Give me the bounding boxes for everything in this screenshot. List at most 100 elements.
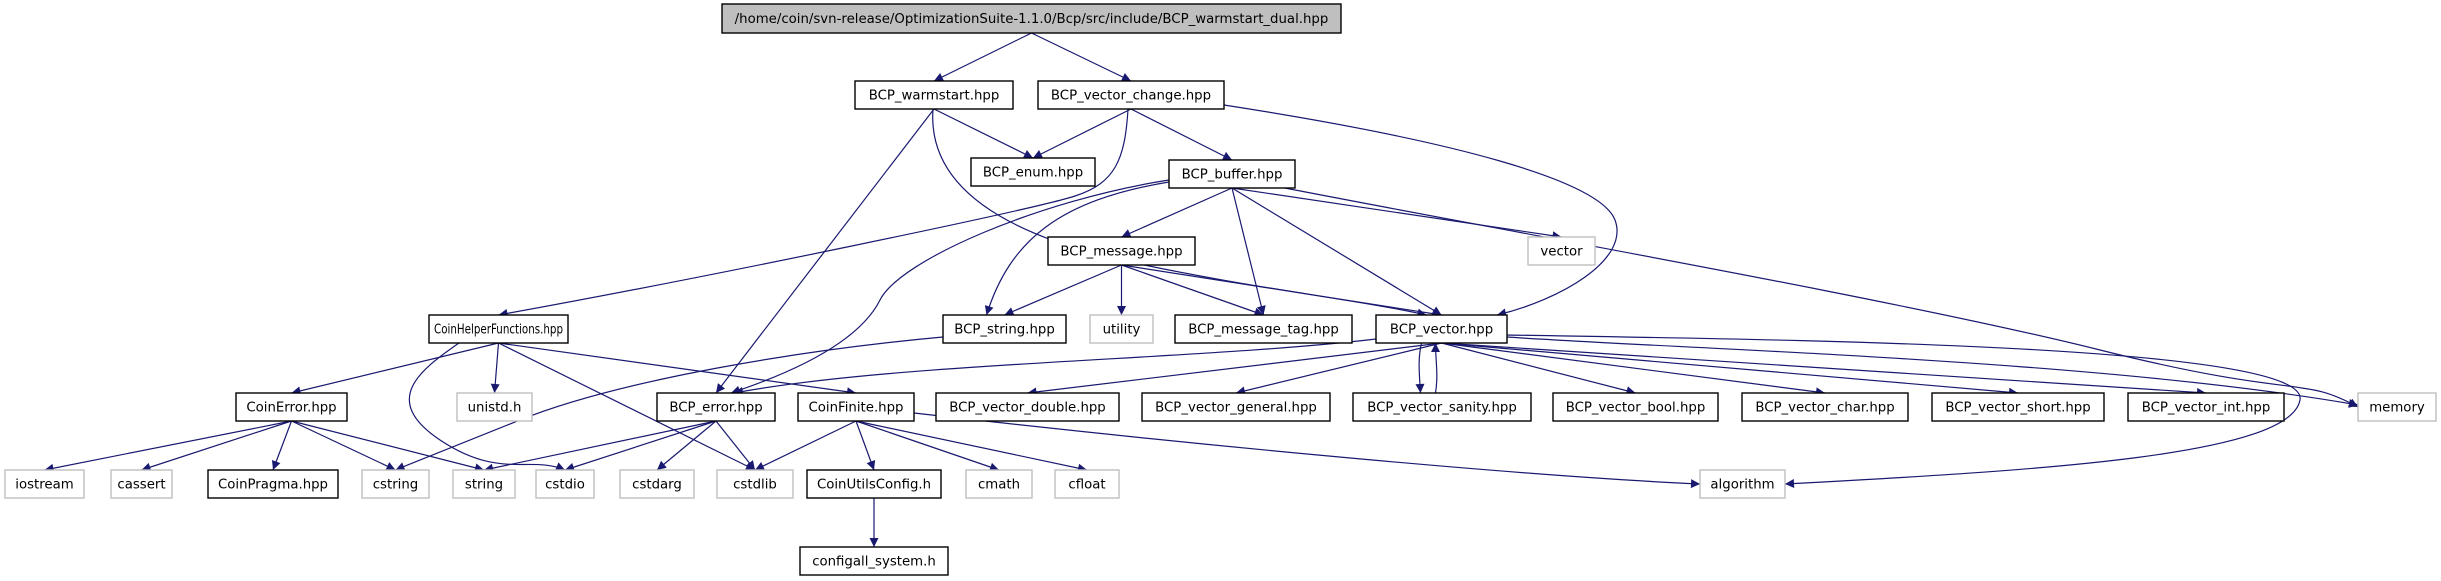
node-root: /home/coin/svn-release/OptimizationSuite… <box>721 3 1342 34</box>
node-v-bool[interactable]: BCP_vector_bool.hpp <box>1552 392 1719 422</box>
node-v-char[interactable]: BCP_vector_char.hpp <box>1741 392 1909 422</box>
node-string: string <box>452 469 516 499</box>
node-label: BCP_vector_char.hpp <box>1755 401 1894 416</box>
edge-error-to-cstdio <box>564 420 717 472</box>
edge-message-to-message_tag <box>1121 264 1264 317</box>
nodes-layer: /home/coin/svn-release/OptimizationSuite… <box>4 3 2437 576</box>
edge-buffer-to-message <box>1121 187 1233 238</box>
edge-helper-to-cstdio <box>408 342 566 471</box>
node-box <box>721 3 1342 34</box>
node-label: cstdarg <box>632 478 682 493</box>
node-cstdlib: cstdlib <box>716 469 794 499</box>
node-coinfinite[interactable]: CoinFinite.hpp <box>797 392 915 422</box>
node-v-double[interactable]: BCP_vector_double.hpp <box>935 392 1120 422</box>
edge-error-to-cstdlib <box>715 420 756 471</box>
edge-buffer-to-error <box>730 179 1170 395</box>
node-label: BCP_vector_bool.hpp <box>1566 401 1706 416</box>
node-warmstart[interactable]: BCP_warmstart.hpp <box>854 80 1014 110</box>
edge-line <box>855 420 1088 473</box>
edge-warmstart-to-vector <box>932 108 1427 318</box>
node-label: /home/coin/svn-release/OptimizationSuite… <box>735 12 1329 27</box>
node-cstdarg: cstdarg <box>619 469 695 499</box>
node-pragma[interactable]: CoinPragma.hpp <box>207 469 339 499</box>
node-box <box>235 392 348 422</box>
node-label: iostream <box>15 478 73 493</box>
edge-line <box>271 420 293 471</box>
node-box <box>1931 392 2105 422</box>
node-label: cfloat <box>1068 478 1105 493</box>
edge-line <box>855 420 1000 472</box>
node-label: BCP_message_tag.hpp <box>1188 323 1339 338</box>
edge-line <box>498 342 857 397</box>
edge-line <box>933 32 1032 82</box>
edge-line <box>291 342 499 396</box>
edge-coinerror-to-string <box>291 420 485 473</box>
node-box <box>935 392 1120 422</box>
edge-line <box>1231 187 1562 241</box>
node-box <box>1699 469 1786 499</box>
edge-line <box>1223 104 1618 318</box>
edge-line <box>395 336 944 471</box>
edge-line <box>1121 264 1264 317</box>
node-box <box>1375 314 1508 344</box>
edge-line <box>1284 187 2359 408</box>
edge-coinerror-to-iostream <box>44 420 292 473</box>
edge-line <box>44 420 292 473</box>
node-message-tag[interactable]: BCP_message_tag.hpp <box>1174 314 1353 344</box>
edge-coinfinite-to-cmath <box>855 420 1000 472</box>
node-box <box>1141 392 1331 422</box>
node-v-general[interactable]: BCP_vector_general.hpp <box>1141 392 1331 422</box>
edge-error-to-string <box>483 420 717 473</box>
edge-coinerror-to-cstring <box>291 420 396 471</box>
node-box <box>1037 80 1225 110</box>
edge-buffer-to-memory <box>1284 187 2359 408</box>
node-vector-change[interactable]: BCP_vector_change.hpp <box>1037 80 1225 110</box>
node-vector[interactable]: BCP_vector.hpp <box>1375 314 1508 344</box>
node-message[interactable]: BCP_message.hpp <box>1047 236 1196 266</box>
edge-buffer-to-string_hpp <box>984 181 1170 316</box>
edge-line <box>1441 342 2019 397</box>
edge-line <box>656 420 717 471</box>
node-utilsconfig[interactable]: CoinUtilsConfig.h <box>806 469 942 499</box>
node-label: BCP_enum.hpp <box>983 166 1083 181</box>
node-box <box>452 469 516 499</box>
node-box <box>4 469 85 499</box>
node-label: BCP_warmstart.hpp <box>869 89 1000 104</box>
node-label: BCP_vector_sanity.hpp <box>1367 401 1517 416</box>
node-box <box>456 392 533 422</box>
node-v-int[interactable]: BCP_vector_int.hpp <box>2127 392 2285 422</box>
node-coinerror[interactable]: CoinError.hpp <box>235 392 348 422</box>
edge-vector-to-error <box>733 338 1377 396</box>
node-label: memory <box>2369 401 2425 416</box>
node-label: cstdlib <box>733 478 777 493</box>
node-error[interactable]: BCP_error.hpp <box>656 392 776 422</box>
edge-line <box>141 420 292 472</box>
node-v-short[interactable]: BCP_vector_short.hpp <box>1931 392 2105 422</box>
node-buffer[interactable]: BCP_buffer.hpp <box>1168 159 1296 189</box>
edge-line <box>498 342 756 471</box>
edge-helper-to-coinerror <box>291 342 499 396</box>
edge-vector-to-memory <box>1506 336 2359 408</box>
node-cassert: cassert <box>110 469 173 499</box>
node-label: BCP_vector_general.hpp <box>1155 401 1317 416</box>
node-label: CoinFinite.hpp <box>809 401 904 416</box>
node-label: CoinError.hpp <box>246 401 336 416</box>
node-configall[interactable]: configall_system.h <box>799 546 949 576</box>
node-label: vector <box>1540 245 1583 260</box>
node-box <box>797 392 915 422</box>
edge-line <box>1031 32 1132 82</box>
node-box <box>965 469 1033 499</box>
node-v-sanity[interactable]: BCP_vector_sanity.hpp <box>1352 392 1532 422</box>
edge-line <box>1004 264 1122 316</box>
edge-vector_change-to-enum <box>1032 108 1132 159</box>
edge-line <box>1027 342 1442 397</box>
edge-coinfinite-to-cfloat <box>855 420 1088 473</box>
node-string-hpp[interactable]: BCP_string.hpp <box>942 314 1067 344</box>
node-label: BCP_vector_int.hpp <box>2142 401 2271 416</box>
edge-coinerror-to-pragma <box>271 420 293 471</box>
node-helper[interactable]: CoinHelperFunctions.hpp <box>428 314 569 344</box>
node-box <box>535 469 595 499</box>
node-unistd: unistd.h <box>456 392 533 422</box>
node-enum[interactable]: BCP_enum.hpp <box>970 157 1096 187</box>
